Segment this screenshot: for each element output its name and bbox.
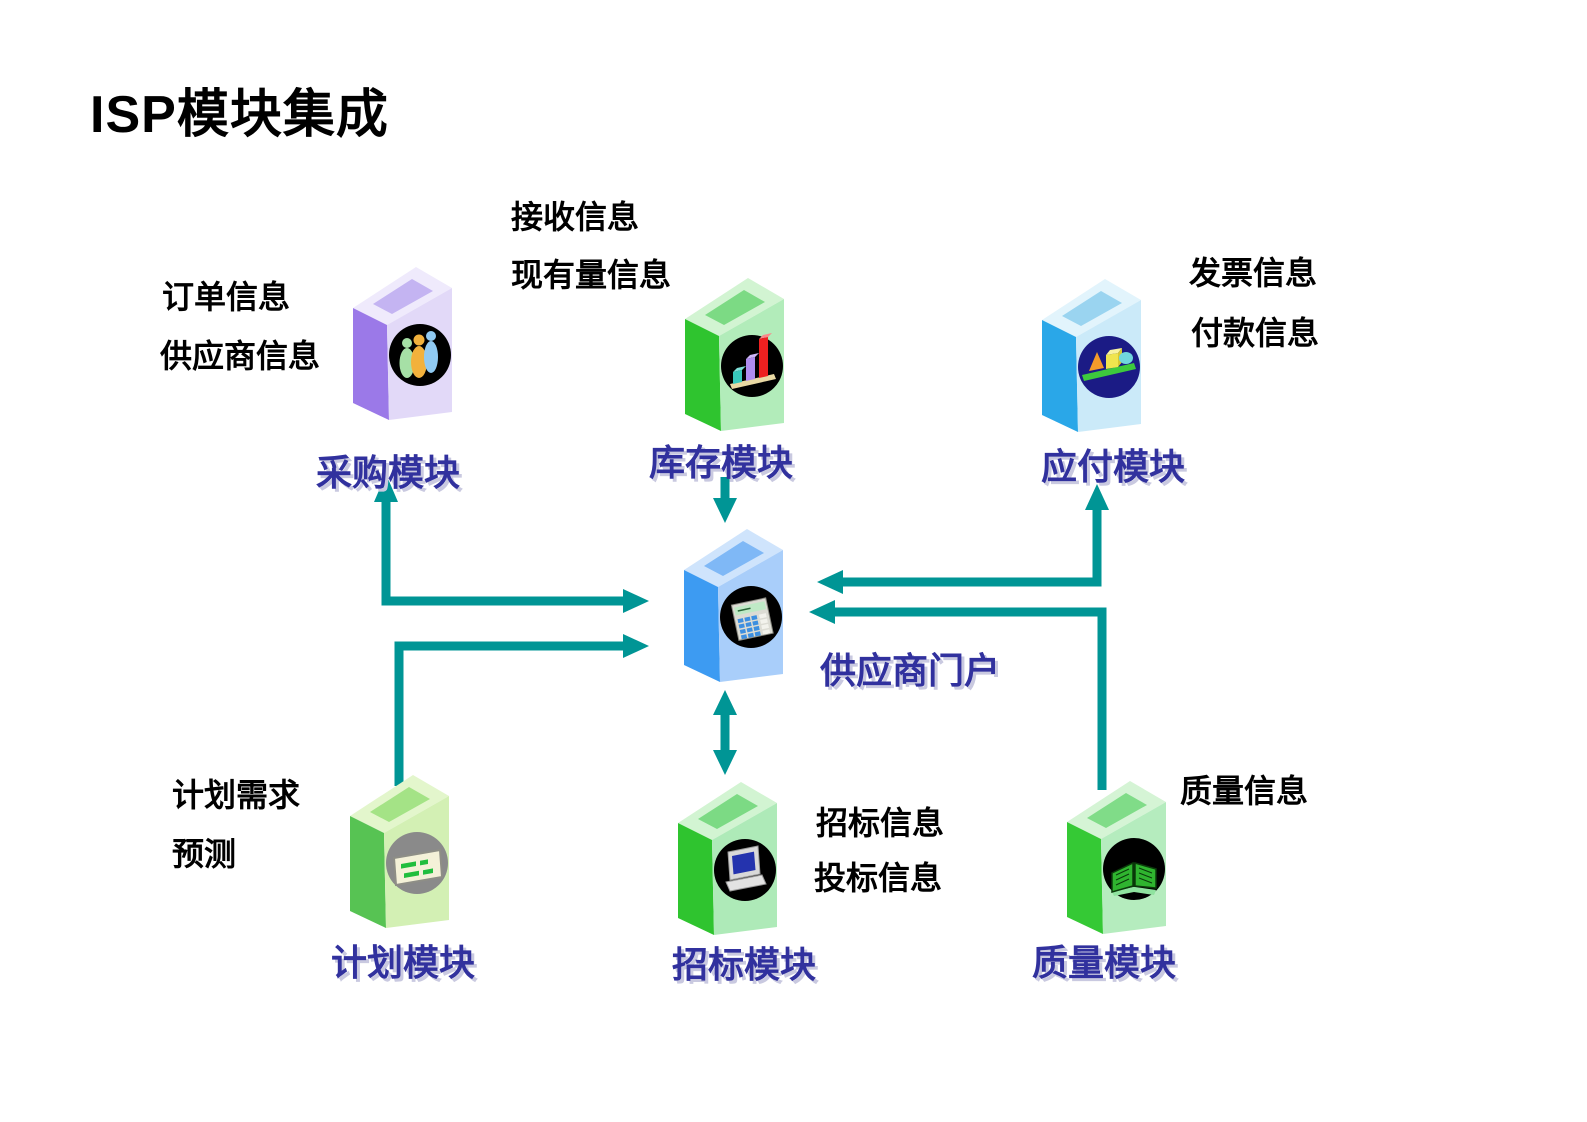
purchase-module-label: 采购模块 xyxy=(316,453,461,493)
box-side xyxy=(684,570,720,682)
purchase-info-orders: 订单信息 xyxy=(162,279,291,315)
box-side xyxy=(1067,822,1103,934)
box-opening xyxy=(1062,291,1122,326)
inventory-module-box xyxy=(685,278,784,431)
quality-info: 质量信息 xyxy=(1180,773,1309,809)
box-side xyxy=(353,308,389,420)
box-opening xyxy=(1087,793,1147,828)
bidding-module-label: 招标模块 xyxy=(672,945,817,985)
schedule-card-icon xyxy=(392,848,444,887)
bidding-info-bid: 投标信息 xyxy=(814,860,943,896)
payable-module-box xyxy=(1042,279,1141,432)
arrow-portal-bidding xyxy=(713,690,737,775)
arrow-planning-portal xyxy=(394,634,649,786)
box-side xyxy=(350,816,386,928)
box-opening xyxy=(373,279,433,314)
purchase-info-suppliers: 供应商信息 xyxy=(160,338,321,374)
portal-label: 供应商门户 xyxy=(820,651,1001,691)
computer-icon xyxy=(725,845,767,892)
planning-module-box xyxy=(350,775,449,928)
inventory-module-label: 库存模块 xyxy=(649,443,794,483)
payable-module-label: 应付模块 xyxy=(1041,447,1186,487)
box-opening xyxy=(370,787,430,822)
open-book-icon xyxy=(1111,861,1157,896)
box-side xyxy=(1042,320,1078,432)
inventory-info-receiving: 接收信息 xyxy=(511,199,640,235)
bar-chart-icon xyxy=(730,333,776,389)
box-side xyxy=(678,823,714,935)
planning-info-forecast: 预测 xyxy=(172,836,237,872)
people-icon xyxy=(399,331,438,378)
geometric-shapes-icon xyxy=(1082,348,1136,381)
inventory-info-onhand: 现有量信息 xyxy=(511,257,672,293)
quality-module-box xyxy=(1067,781,1166,934)
bidding-info-tender: 招标信息 xyxy=(816,805,945,841)
payable-info-invoice: 发票信息 xyxy=(1189,255,1318,291)
payable-info-payment: 付款信息 xyxy=(1191,315,1320,351)
quality-module-label: 质量模块 xyxy=(1032,943,1177,983)
purchase-module-box xyxy=(353,267,452,420)
planning-info-demand: 计划需求 xyxy=(172,777,301,813)
planning-module-label: 计划模块 xyxy=(331,943,476,983)
box-side xyxy=(685,319,721,431)
box-opening xyxy=(705,290,765,325)
arrow-quality-portal xyxy=(809,600,1107,790)
portal-box xyxy=(684,529,783,682)
arrow-portal-payable xyxy=(817,484,1109,594)
slide-title: ISP模块集成 xyxy=(90,86,389,144)
bidding-module-box xyxy=(678,782,777,935)
box-opening xyxy=(698,794,758,829)
cash-register-icon xyxy=(730,597,774,641)
box-opening xyxy=(704,541,764,576)
